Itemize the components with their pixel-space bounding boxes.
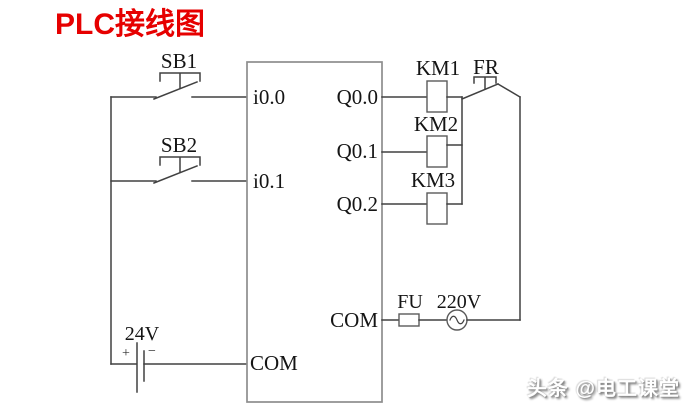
sb2-pushbutton: SB2 bbox=[110, 133, 248, 184]
fr-contact-blade bbox=[461, 83, 499, 100]
sb1-label: SB1 bbox=[161, 49, 197, 73]
ac-supply-line: FU 220V bbox=[381, 291, 521, 331]
km2-coil-icon bbox=[426, 135, 448, 168]
output-circuit: KM1 KM2 KM3 FR bbox=[381, 55, 522, 331]
plc-input-i0.1-label: i0.1 bbox=[253, 169, 285, 193]
km2-label: KM2 bbox=[414, 112, 458, 136]
km3-contactor: KM3 bbox=[381, 168, 463, 225]
km1-contactor: KM1 bbox=[381, 56, 463, 113]
fr-right-lead bbox=[496, 82, 522, 99]
fuse-label: FU bbox=[397, 291, 423, 313]
sb1-actuator-icon bbox=[159, 72, 201, 89]
km1-coil-icon bbox=[426, 80, 448, 113]
sb2-label: SB2 bbox=[161, 133, 197, 157]
plc-body bbox=[246, 61, 383, 403]
plc-box: i0.0 i0.1 COM Q0.0 Q0.1 Q0.2 COM bbox=[246, 61, 383, 403]
page-title: PLC接线图 bbox=[55, 8, 205, 41]
input-circuit: SB1 SB2 24V + − bbox=[110, 49, 248, 393]
plc-input-i0.0-label: i0.0 bbox=[253, 85, 285, 109]
battery-24v: 24V + − bbox=[110, 323, 248, 393]
battery-voltage-label: 24V bbox=[125, 323, 160, 345]
plc-output-com-label: COM bbox=[330, 308, 378, 332]
fr-label: FR bbox=[473, 55, 499, 79]
fuse-icon bbox=[398, 313, 420, 327]
plc-output-q0.2-label: Q0.2 bbox=[337, 192, 378, 216]
plc-input-com-label: COM bbox=[250, 351, 298, 375]
sb1-pushbutton: SB1 bbox=[110, 49, 248, 100]
sb2-actuator-icon bbox=[159, 156, 201, 173]
watermark: 头条 @电工课堂 bbox=[526, 378, 680, 400]
sb2-contact-blade bbox=[153, 165, 198, 184]
fr-actuator-icon bbox=[473, 76, 497, 90]
km3-coil-icon bbox=[426, 192, 448, 225]
fr-thermal-contact: FR bbox=[461, 55, 522, 100]
sb1-contact-blade bbox=[153, 81, 198, 100]
ac-voltage-label: 220V bbox=[437, 291, 482, 313]
plc-output-q0.1-label: Q0.1 bbox=[337, 139, 378, 163]
km3-label: KM3 bbox=[411, 168, 455, 192]
ac-sine-icon bbox=[449, 315, 465, 325]
km1-label: KM1 bbox=[416, 56, 460, 80]
km2-contactor: KM2 bbox=[381, 112, 463, 168]
battery-plus-sign: + bbox=[122, 346, 130, 361]
plc-output-q0.0-label: Q0.0 bbox=[337, 85, 378, 109]
battery-minus-sign: − bbox=[148, 344, 156, 359]
